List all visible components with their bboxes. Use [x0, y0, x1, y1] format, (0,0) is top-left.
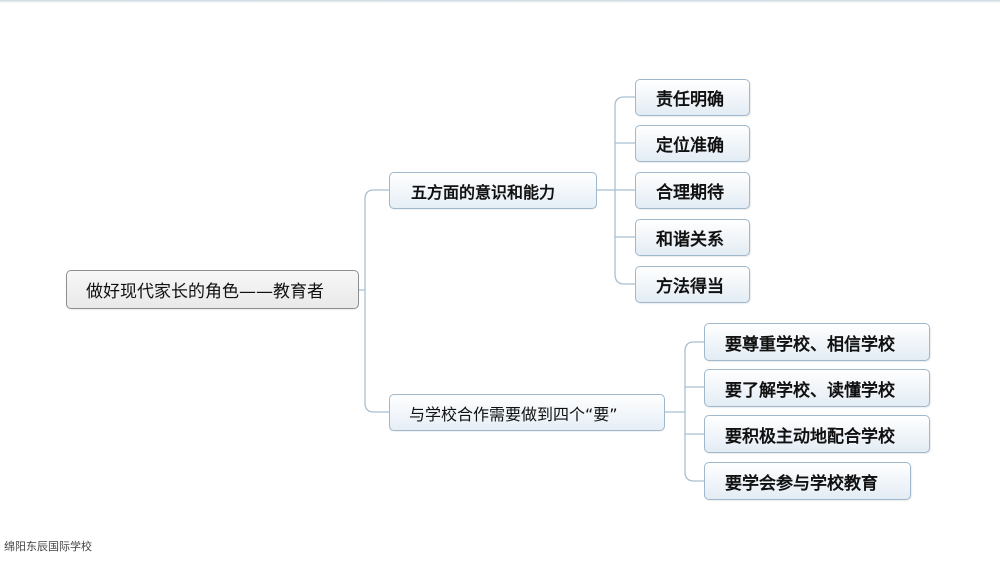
leaf-node-expectation[interactable]: 合理期待 [635, 172, 750, 209]
leaf-node-label: 方法得当 [656, 277, 724, 297]
leaf-node-participate-school[interactable]: 要学会参与学校教育 [704, 462, 911, 500]
leaf-node-label: 合理期待 [656, 183, 724, 203]
top-accent-line [0, 0, 1000, 3]
branch-node-label: 与学校合作需要做到四个“要” [409, 404, 618, 424]
leaf-node-label: 要学会参与学校教育 [725, 473, 878, 494]
connector-branch2-leaves [665, 341, 704, 482]
leaf-node-understand-school[interactable]: 要了解学校、读懂学校 [704, 369, 930, 407]
leaf-node-label: 和谐关系 [656, 230, 724, 250]
root-node[interactable]: 做好现代家长的角色——教育者 [66, 270, 359, 309]
branch-node-abilities[interactable]: 五方面的意识和能力 [389, 172, 597, 209]
leaf-node-positioning[interactable]: 定位准确 [635, 125, 750, 162]
leaf-node-label: 定位准确 [656, 136, 724, 156]
leaf-node-label: 责任明确 [656, 90, 724, 110]
leaf-node-relationship[interactable]: 和谐关系 [635, 219, 750, 256]
leaf-node-label: 要尊重学校、相信学校 [725, 334, 895, 355]
leaf-node-respect-school[interactable]: 要尊重学校、相信学校 [704, 323, 930, 361]
branch-node-school-cooperation[interactable]: 与学校合作需要做到四个“要” [389, 394, 665, 431]
root-node-label: 做好现代家长的角色——教育者 [86, 282, 324, 302]
leaf-node-cooperate-school[interactable]: 要积极主动地配合学校 [704, 415, 930, 453]
connector-branch1-leaves [597, 96, 635, 285]
school-name-footer: 绵阳东辰国际学校 [4, 540, 92, 553]
leaf-node-label: 要积极主动地配合学校 [725, 426, 895, 447]
leaf-node-responsibility[interactable]: 责任明确 [635, 79, 750, 116]
connector-root-branches [359, 189, 389, 413]
leaf-node-label: 要了解学校、读懂学校 [725, 380, 895, 401]
branch-node-label: 五方面的意识和能力 [411, 182, 556, 202]
leaf-node-method[interactable]: 方法得当 [635, 266, 750, 303]
